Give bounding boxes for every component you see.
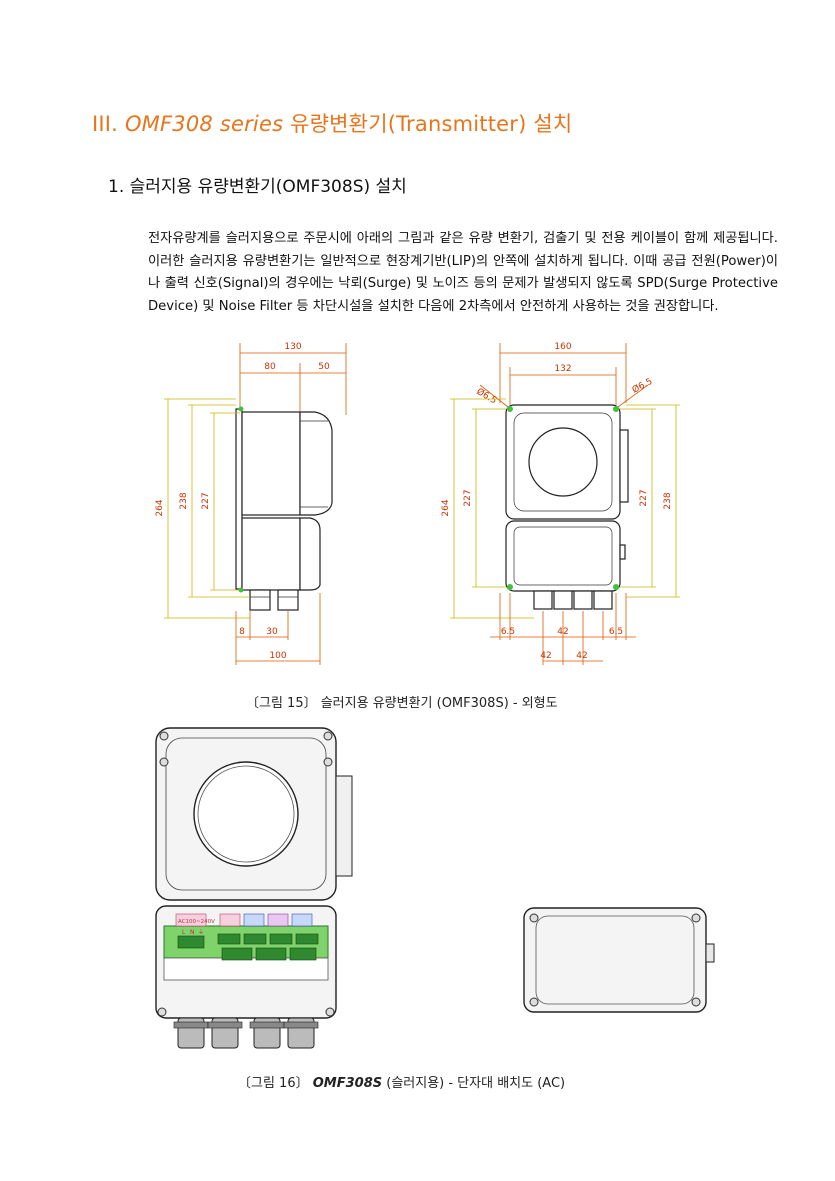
terminal-block-power	[177, 935, 205, 949]
section-numeral: III.	[92, 112, 119, 136]
dim-front-hole-right: Ø6.5	[630, 376, 654, 396]
dim-front-height-left: 227	[463, 489, 473, 506]
dim-side-top-left: 80	[264, 362, 276, 372]
dim-front-bottom-right: 6.5	[609, 627, 623, 637]
dim-front-height-far: 238	[663, 492, 673, 509]
front-lower-housing	[505, 520, 621, 592]
side-flange	[235, 408, 243, 590]
body-paragraph: 전자유량계를 슬러지용으로 주문시에 아래의 그림과 같은 유량 변환기, 검출…	[148, 231, 778, 314]
dim-side-height-inner: 227	[201, 492, 211, 509]
figure-16-caption-suffix: (슬러지용) - 단자대 배치도 (AC)	[382, 1076, 566, 1091]
front-view: 160 132 Ø6.5 Ø6.5 264 227 227 238	[441, 342, 680, 665]
dim-front-top-inner: 132	[554, 364, 571, 374]
lid-window	[193, 761, 299, 867]
base-box	[523, 907, 707, 1013]
pin-label-n: N	[190, 929, 195, 936]
side-gland-2	[277, 589, 299, 611]
terminal-power-label: AC100~240V	[178, 919, 215, 925]
dim-side-top-total: 130	[284, 342, 301, 352]
dim-side-bottom-mid: 30	[266, 627, 278, 637]
pin-label-earth: ⏚	[198, 929, 204, 936]
closed-base-box	[523, 907, 715, 1013]
figure-16-caption: 〔그림 16〕 OMF308S (슬러지용) - 단자대 배치도 (AC)	[238, 1072, 565, 1091]
front-window	[528, 427, 598, 497]
dim-side-height-mid: 238	[179, 492, 189, 509]
dim-front-top-total: 160	[554, 342, 571, 352]
figure-15-caption: 〔그림 15〕 슬러지용 유량변환기 (OMF308S) - 외형도	[246, 696, 558, 711]
dim-front-bottom-mid: 42	[557, 627, 568, 637]
dim-side-top-right: 50	[318, 362, 330, 372]
pin-label-l: L	[182, 929, 186, 936]
dim-front-height-right: 227	[639, 489, 649, 506]
open-transmitter: AC100~240V L N ⏚	[155, 727, 353, 1049]
side-gland-1	[249, 589, 271, 611]
dim-side-bottom-left: 8	[239, 627, 245, 637]
dim-side-height-outer: 264	[155, 499, 165, 516]
side-view: 130 80 50 264 238 227 8 30 100	[155, 342, 347, 665]
side-lower-housing	[241, 517, 301, 591]
dim-side-bottom-total: 100	[269, 651, 286, 661]
dim-front-hole-left: Ø6.5	[475, 386, 499, 406]
figure-16-drawing: AC100~240V L N ⏚	[155, 727, 715, 1049]
figure-15-drawing: 130 80 50 264 238 227 8 30 100	[155, 342, 680, 665]
section-model: OMF308 series	[124, 112, 284, 136]
dim-front-height-outer: 264	[441, 499, 451, 516]
dim-front-bottom-lower-b: 42	[576, 651, 587, 661]
section-title-rest: 유량변환기(Transmitter) 설치	[283, 112, 573, 136]
side-upper-housing	[241, 411, 301, 516]
page-title: III. OMF308 series 유량변환기(Transmitter) 설치	[92, 108, 572, 138]
figure-16-caption-prefix: 〔그림 16〕	[238, 1076, 313, 1091]
dim-front-bottom-left: 6.5	[501, 627, 515, 637]
figure-16-caption-model: OMF308S	[312, 1076, 383, 1091]
subsection-title: 1. 슬러지용 유량변환기(OMF308S) 설치	[108, 177, 407, 197]
dim-front-bottom-lower-a: 42	[540, 651, 551, 661]
